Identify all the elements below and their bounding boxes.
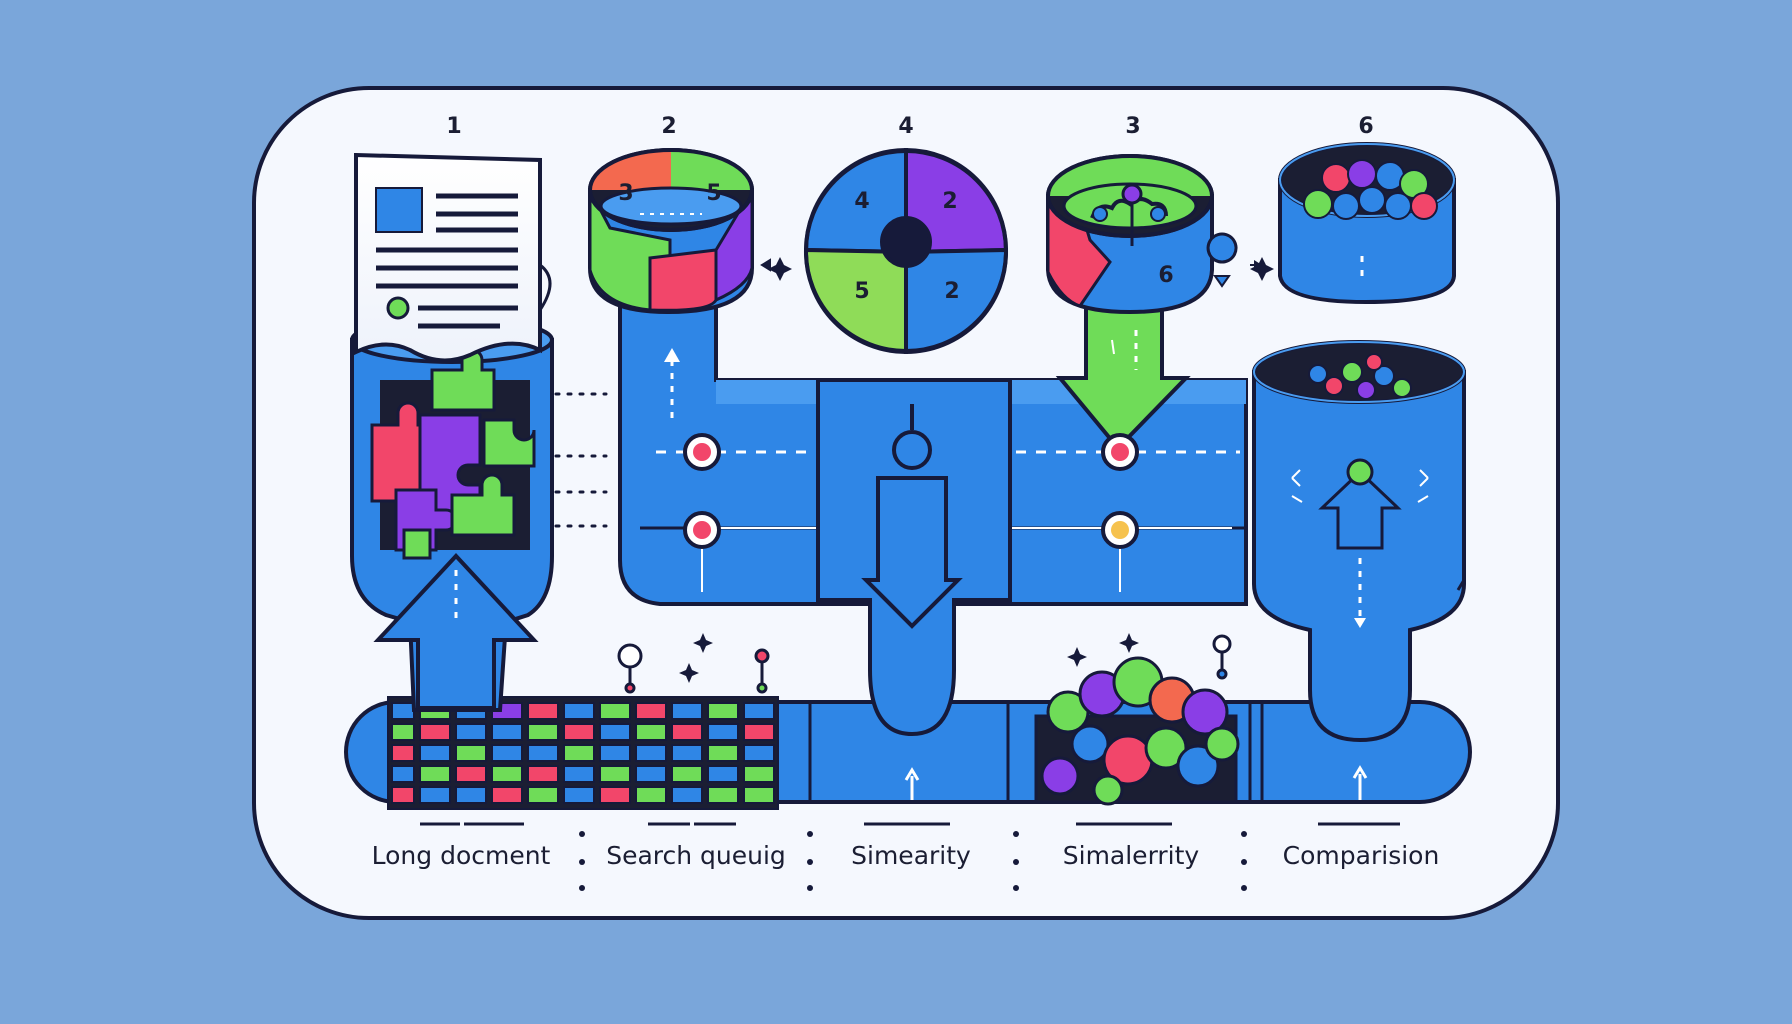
- embedding-grid: [387, 696, 779, 810]
- green-down-arrow: [1055, 298, 1191, 451]
- wheel-number-2: 2: [942, 189, 957, 214]
- dotted-connectors: [554, 392, 608, 528]
- arrow-icon: [373, 553, 539, 710]
- step-label-3: Simearity: [851, 841, 971, 870]
- sparkle-icon: [679, 257, 1274, 683]
- similarity-tube: [816, 378, 1012, 737]
- comparison-tank: [1252, 340, 1466, 743]
- step-number-5: 6: [1358, 114, 1373, 139]
- document-icon: [354, 152, 552, 363]
- bottom-pipe-arrows: [904, 765, 1368, 800]
- puzzle-icon: [370, 348, 536, 560]
- step-number-1: 1: [446, 114, 461, 139]
- wheel-number-4: 2: [944, 279, 959, 304]
- puzzle-tank-number: 6: [1158, 263, 1173, 288]
- step-label-4: Simalerrity: [1063, 841, 1200, 870]
- step-number-3: 4: [898, 114, 913, 139]
- wheel-number-1: 4: [854, 189, 869, 214]
- query-tank-number-left: 3: [618, 181, 633, 206]
- query-tank-number-right: 5: [706, 181, 721, 206]
- step-number-2: 2: [661, 114, 676, 139]
- step-label-5: Comparision: [1283, 841, 1440, 870]
- label-separators: [579, 831, 1247, 891]
- step-number-4: 3: [1125, 114, 1140, 139]
- similarity-wheel: 4 2 5 2: [803, 147, 1009, 355]
- step-label-1: Long docment: [372, 841, 551, 870]
- result-tank: [1254, 142, 1456, 305]
- query-tank: 3 5: [588, 148, 754, 315]
- flow-nodes: [683, 433, 1139, 549]
- pin-icon: [617, 634, 1232, 694]
- step-label-2: Search queuig: [606, 841, 786, 870]
- cluster-blobs-bottom: [1034, 656, 1240, 806]
- wheel-number-3: 5: [854, 279, 869, 304]
- puzzle-tank: 6: [1046, 154, 1238, 315]
